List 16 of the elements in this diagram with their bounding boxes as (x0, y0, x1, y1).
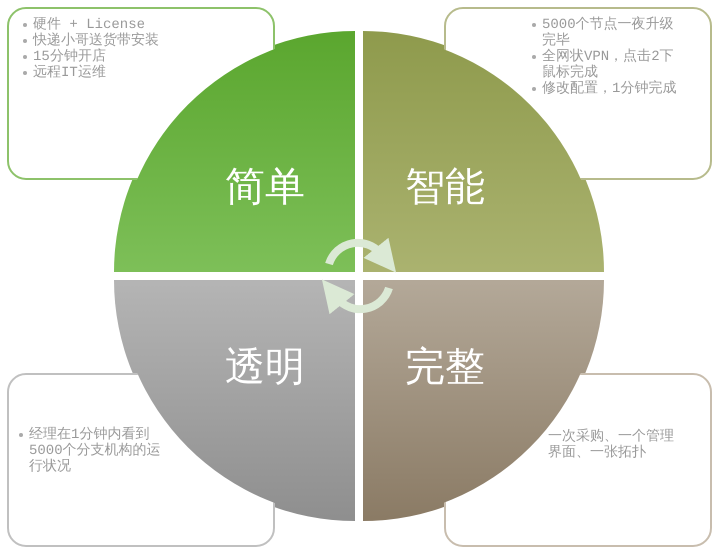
bullet-text: 5000个节点一夜升级完毕 (542, 17, 675, 49)
body-text: 一次采购、一个管理界面、一张拓扑 (548, 429, 675, 461)
curved-arrow (320, 280, 393, 315)
curved-arrow (325, 237, 398, 272)
bullet-text: 全网状VPN，点击2下鼠标完成 (542, 49, 674, 81)
quadrant-title: 智能 (405, 165, 485, 209)
bullet-text: 15分钟开店 (33, 49, 106, 65)
bullet-text: 经理在1分钟内看到5000个分支机构的运行状况 (29, 427, 162, 475)
bullet-text: 硬件 + License (33, 17, 146, 33)
bullet-text: 远程IT运维 (33, 65, 106, 81)
bullet-text: 快递小哥送货带安装 (33, 33, 159, 49)
pie-quadrant (363, 280, 604, 521)
bullet-text: 修改配置，1分钟完成 (542, 81, 676, 97)
quadrant-title: 简单 (225, 165, 305, 209)
quadrant-title: 完整 (405, 345, 485, 389)
quadrant-title: 透明 (225, 345, 305, 389)
